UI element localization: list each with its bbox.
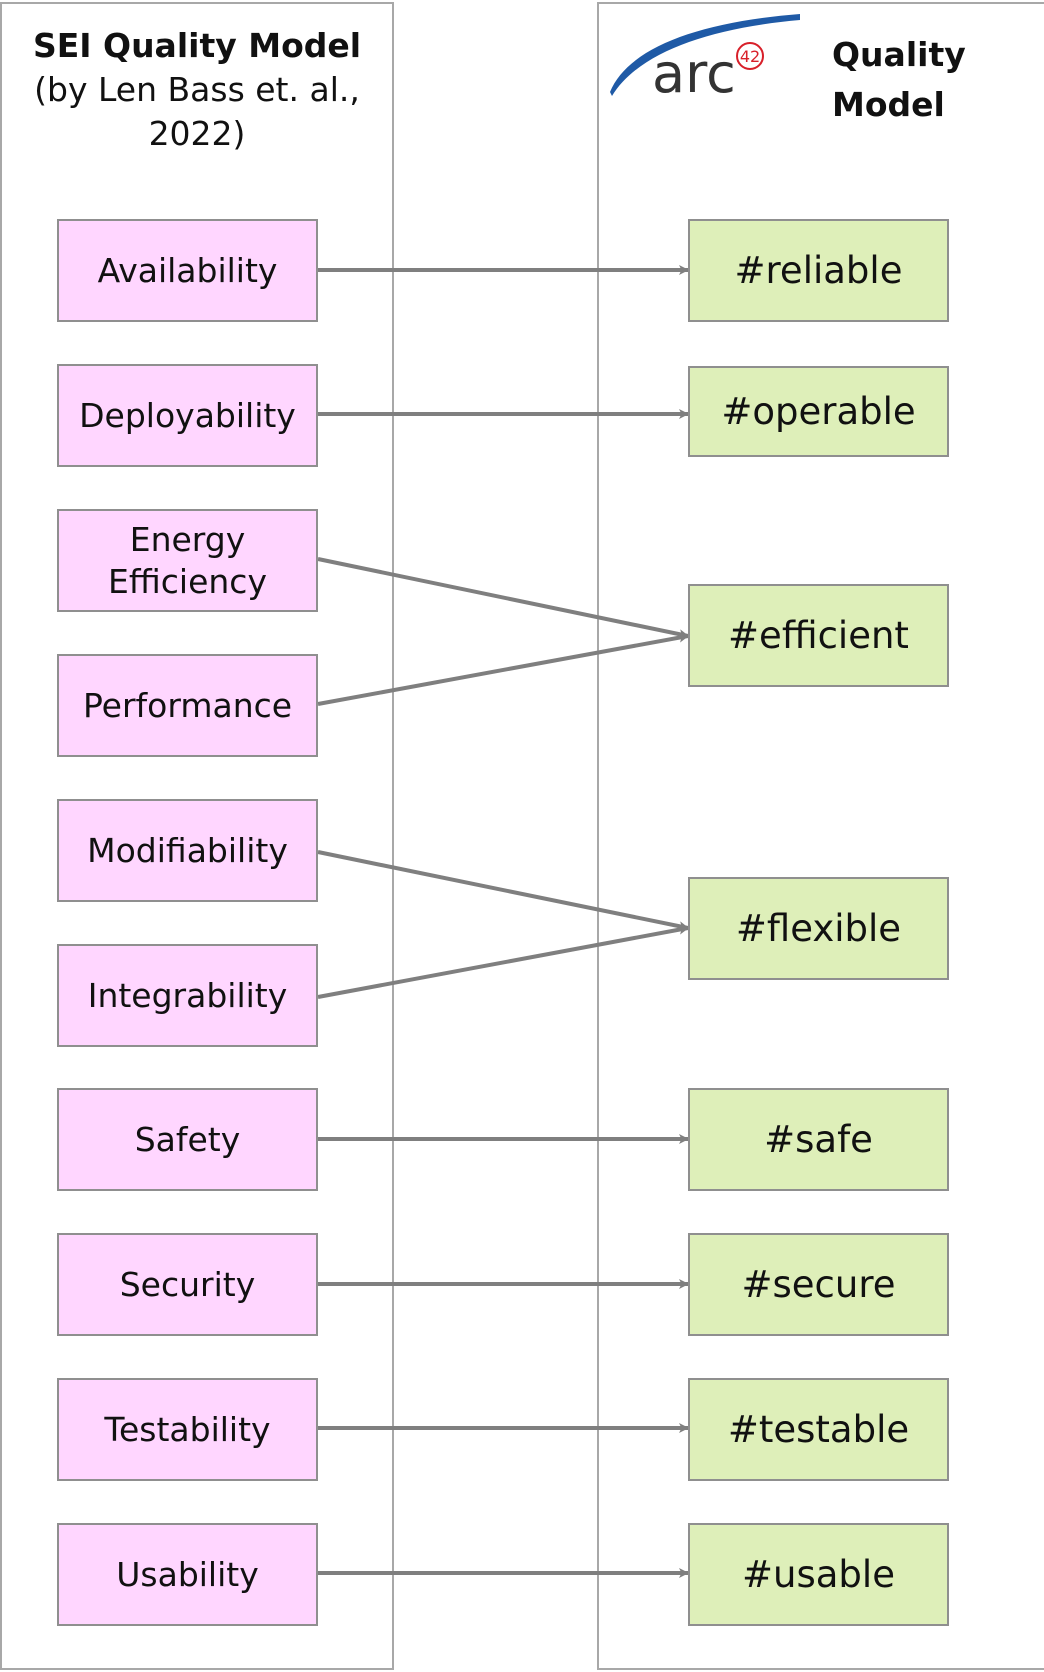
target-usable: #usable xyxy=(688,1523,949,1626)
source-deployability: Deployability xyxy=(57,364,318,467)
target-label: #reliable xyxy=(734,249,903,292)
mapping-arrow xyxy=(317,632,689,706)
source-safety: Safety xyxy=(57,1088,318,1191)
target-label: #safe xyxy=(764,1118,873,1161)
source-label: Usability xyxy=(116,1554,259,1594)
source-testability: Testability xyxy=(57,1378,318,1481)
target-testable: #testable xyxy=(688,1378,949,1481)
target-label: #usable xyxy=(742,1553,895,1596)
logo-badge xyxy=(736,42,764,70)
source-label: Performance xyxy=(82,685,293,725)
target-operable: #operable xyxy=(688,366,949,457)
source-security: Security xyxy=(57,1233,318,1336)
target-label: #flexible xyxy=(735,907,902,950)
sei-model-title: SEI Quality Model (by Len Bass et. al., … xyxy=(0,24,394,156)
arc42-model-title: Quality Model xyxy=(832,30,966,130)
source-energy-efficiency: Energy Efficiency xyxy=(57,509,318,612)
source-label: Energy Efficiency xyxy=(108,519,267,601)
source-label: Security xyxy=(119,1264,256,1304)
target-label: #testable xyxy=(727,1408,910,1451)
mapping-arrow xyxy=(317,557,689,640)
source-integrability: Integrability xyxy=(57,944,318,1047)
sei-title-line3: 2022) xyxy=(148,114,246,153)
source-usability: Usability xyxy=(57,1523,318,1626)
target-label: #operable xyxy=(721,390,916,433)
logo-swoosh xyxy=(610,14,800,96)
source-label: Testability xyxy=(104,1409,271,1449)
source-label: Safety xyxy=(134,1119,241,1159)
arc42-title-line1: Quality xyxy=(832,35,966,74)
source-label: Deployability xyxy=(79,395,296,435)
target-flexible: #flexible xyxy=(688,877,949,980)
target-secure: #secure xyxy=(688,1233,949,1336)
mapping-arrow xyxy=(317,924,689,999)
source-availability: Availability xyxy=(57,219,318,322)
source-modifiability: Modifiability xyxy=(57,799,318,902)
logo-arc-text: arc xyxy=(652,42,736,103)
source-label: Modifiability xyxy=(87,830,288,870)
source-performance: Performance xyxy=(57,654,318,757)
mapping-arrow xyxy=(317,850,689,932)
target-label: #efficient xyxy=(728,614,909,657)
target-label: #secure xyxy=(741,1263,896,1306)
source-label: Availability xyxy=(97,250,278,290)
arc42-title-line2: Model xyxy=(832,85,945,124)
sei-title-line2: (by Len Bass et. al., xyxy=(34,70,360,109)
target-reliable: #reliable xyxy=(688,219,949,322)
sei-title-line1: SEI Quality Model xyxy=(32,26,362,65)
logo-badge-text: 42 xyxy=(740,47,760,66)
target-efficient: #efficient xyxy=(688,584,949,687)
source-label: Integrability xyxy=(87,975,288,1015)
target-safe: #safe xyxy=(688,1088,949,1191)
arc42-logo: arc 42 xyxy=(610,14,800,103)
